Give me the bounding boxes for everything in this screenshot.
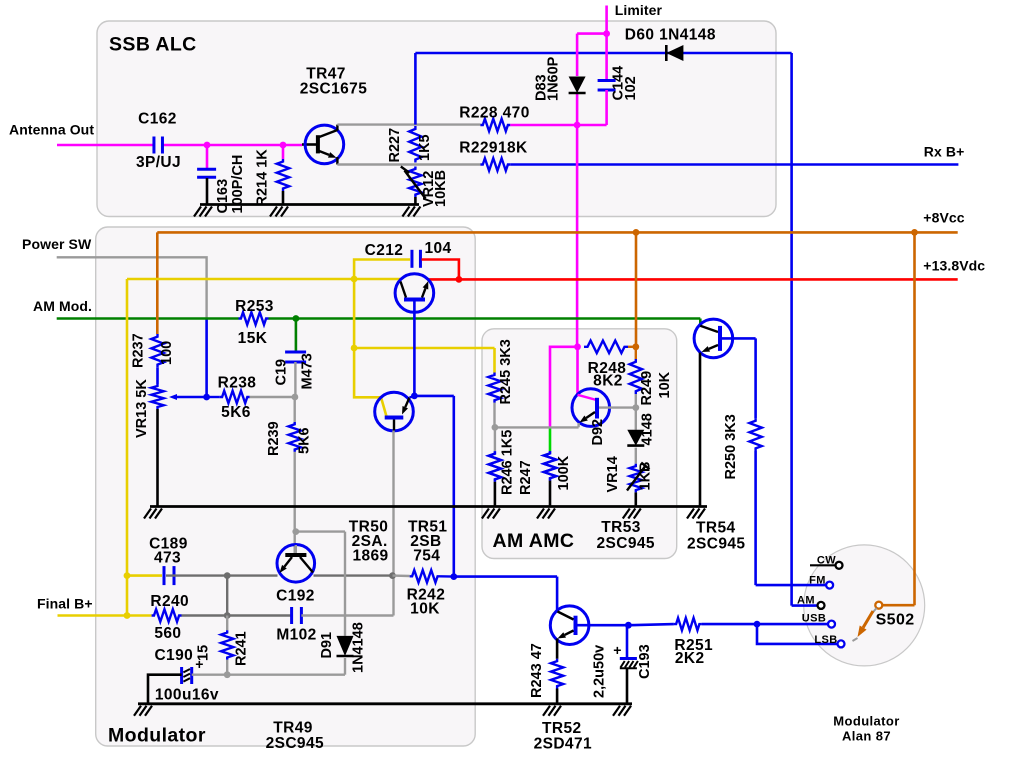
svg-text:2SB: 2SB <box>410 533 441 550</box>
svg-text:R240: R240 <box>150 593 189 610</box>
svg-text:C212: C212 <box>365 242 404 259</box>
svg-text:3P/UJ: 3P/UJ <box>136 154 181 171</box>
svg-text:754: 754 <box>413 548 440 565</box>
svg-text:LSB: LSB <box>814 634 837 646</box>
svg-text:C162: C162 <box>138 111 177 128</box>
svg-text:C163: C163 <box>215 179 231 214</box>
svg-text:AM: AM <box>797 595 815 607</box>
svg-text:C192: C192 <box>276 588 315 605</box>
svg-text:C190: C190 <box>154 647 193 664</box>
svg-text:2,2u50v: 2,2u50v <box>592 645 608 698</box>
svg-text:D60 1N4148: D60 1N4148 <box>625 27 716 44</box>
svg-text:+8Vcc: +8Vcc <box>923 210 964 226</box>
svg-text:1K5: 1K5 <box>417 134 433 161</box>
svg-text:TR50: TR50 <box>349 519 389 536</box>
svg-text:R238: R238 <box>218 375 257 392</box>
svg-text:R214 1K: R214 1K <box>255 149 271 207</box>
svg-text:R246 1K5: R246 1K5 <box>500 430 516 495</box>
svg-text:R227: R227 <box>387 128 403 163</box>
svg-text:+: + <box>613 642 622 658</box>
svg-text:1N60P: 1N60P <box>546 56 562 101</box>
svg-text:4148: 4148 <box>640 413 656 445</box>
svg-text:TR53: TR53 <box>601 519 641 536</box>
svg-text:C144: C144 <box>611 66 627 101</box>
svg-text:S502: S502 <box>876 612 915 629</box>
svg-text:104: 104 <box>424 240 451 257</box>
svg-text:R250 3K3: R250 3K3 <box>723 414 739 479</box>
svg-text:R243 47: R243 47 <box>529 643 545 698</box>
svg-text:Rx B+: Rx B+ <box>924 144 965 160</box>
svg-text:100: 100 <box>159 341 175 365</box>
svg-text:2SC945: 2SC945 <box>687 536 745 553</box>
svg-text:R249: R249 <box>639 371 655 406</box>
svg-text:M473: M473 <box>300 353 316 389</box>
svg-text:R247: R247 <box>518 460 534 495</box>
svg-text:1KB: 1KB <box>638 461 654 490</box>
svg-text:10K: 10K <box>410 601 440 618</box>
svg-text:VR14: VR14 <box>605 456 621 492</box>
svg-text:AM Mod.: AM Mod. <box>33 298 92 314</box>
svg-text:Modulator: Modulator <box>108 725 206 747</box>
svg-text:SSB ALC: SSB ALC <box>109 34 197 56</box>
svg-text:D91: D91 <box>319 632 335 659</box>
svg-text:2K2: 2K2 <box>675 650 705 667</box>
svg-text:TR54: TR54 <box>696 520 736 537</box>
svg-text:TR49: TR49 <box>273 720 313 737</box>
svg-text:1N4148: 1N4148 <box>351 622 367 673</box>
svg-text:2SC945: 2SC945 <box>596 535 654 552</box>
svg-text:FM: FM <box>809 575 826 587</box>
svg-text:D83: D83 <box>534 74 550 101</box>
svg-text:VR12: VR12 <box>421 171 437 207</box>
svg-text:8K2: 8K2 <box>593 373 623 390</box>
svg-text:D92: D92 <box>590 419 606 446</box>
svg-text:15: 15 <box>196 645 212 661</box>
svg-text:102: 102 <box>623 76 639 100</box>
svg-text:560: 560 <box>154 625 181 642</box>
svg-text:R237: R237 <box>131 333 147 368</box>
svg-text:+: + <box>195 656 204 672</box>
svg-text:5K6: 5K6 <box>297 427 313 454</box>
svg-text:+13.8Vdc: +13.8Vdc <box>923 258 985 274</box>
svg-text:Antenna Out: Antenna Out <box>9 122 94 138</box>
svg-text:Power SW: Power SW <box>22 236 92 252</box>
svg-text:R251: R251 <box>674 637 713 654</box>
svg-text:Final B+: Final B+ <box>37 596 93 612</box>
svg-text:M102: M102 <box>276 627 316 644</box>
svg-text:Limiter: Limiter <box>615 2 663 18</box>
svg-text:R253: R253 <box>235 298 274 315</box>
svg-text:2SC1675: 2SC1675 <box>300 81 367 98</box>
svg-text:2SD471: 2SD471 <box>534 736 592 753</box>
svg-text:TR47: TR47 <box>306 66 346 83</box>
svg-text:10KB: 10KB <box>433 170 449 207</box>
svg-text:2SA.: 2SA. <box>352 533 388 550</box>
svg-text:R248: R248 <box>588 360 627 377</box>
svg-text:CW: CW <box>817 555 836 567</box>
svg-text:Modulator: Modulator <box>833 714 899 729</box>
svg-text:473: 473 <box>154 550 181 567</box>
svg-text:5K6: 5K6 <box>221 404 251 421</box>
svg-text:TR51: TR51 <box>408 519 448 536</box>
svg-text:TR52: TR52 <box>542 720 582 737</box>
svg-text:R228 470: R228 470 <box>459 105 529 122</box>
svg-text:C19: C19 <box>273 359 289 386</box>
svg-text:USB: USB <box>802 613 826 625</box>
svg-text:R245 3K3: R245 3K3 <box>498 339 514 404</box>
svg-text:R239: R239 <box>266 421 282 456</box>
svg-text:R242: R242 <box>407 587 446 604</box>
svg-text:100P/CH: 100P/CH <box>230 155 246 214</box>
svg-text:R241: R241 <box>234 631 250 666</box>
svg-text:R22918K: R22918K <box>459 140 528 157</box>
svg-text:Alan 87: Alan 87 <box>842 729 891 744</box>
svg-text:1869: 1869 <box>352 548 388 565</box>
svg-text:15K: 15K <box>238 330 268 347</box>
svg-text:100K: 100K <box>556 455 572 490</box>
svg-text:10K: 10K <box>657 371 673 398</box>
svg-text:VR13 5K: VR13 5K <box>134 379 150 438</box>
svg-text:C193: C193 <box>637 644 653 679</box>
svg-text:C189: C189 <box>149 536 188 553</box>
svg-text:AM AMC: AM AMC <box>493 530 575 552</box>
svg-text:2SC945: 2SC945 <box>266 735 324 752</box>
svg-text:100u16v: 100u16v <box>155 687 219 704</box>
